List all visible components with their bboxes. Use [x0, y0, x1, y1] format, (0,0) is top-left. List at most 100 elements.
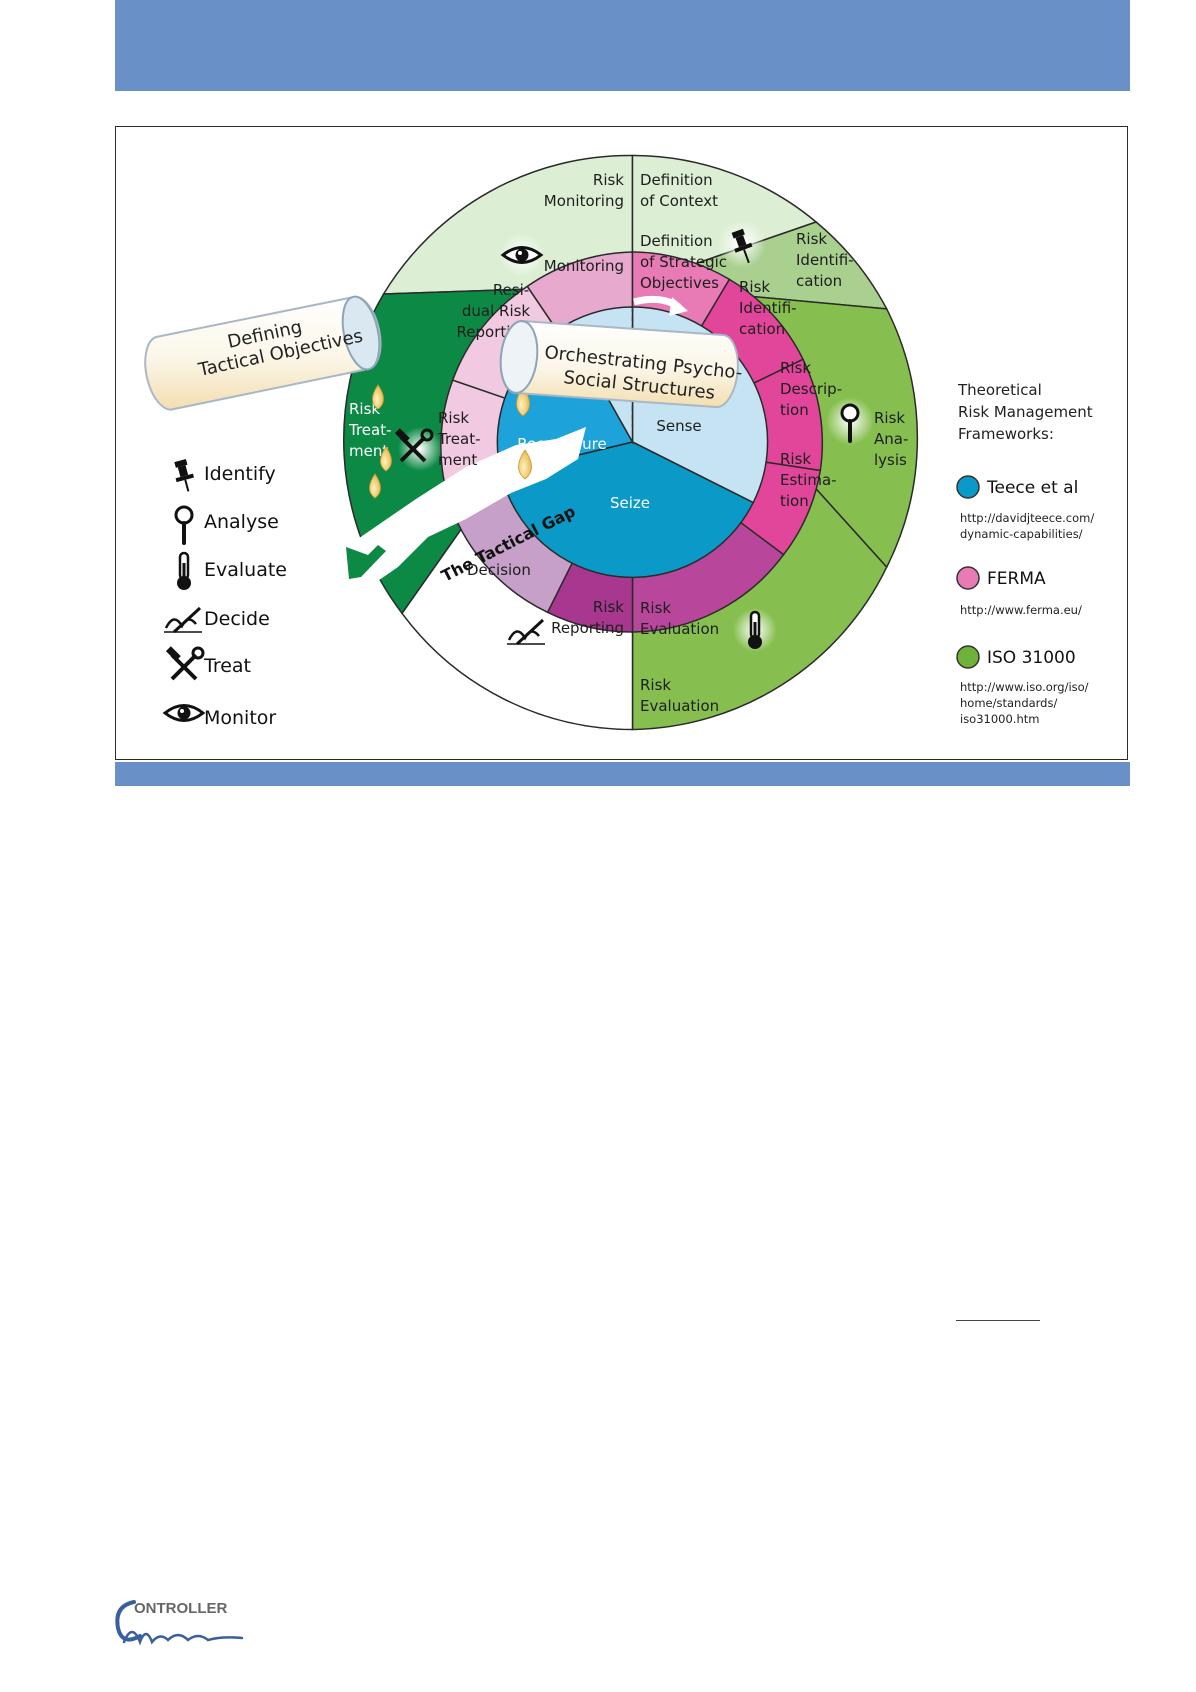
svg-text:Sense: Sense: [656, 417, 701, 435]
fw-url-iso-3: iso31000.htm: [960, 712, 1039, 726]
legend-identify: Identify: [174, 458, 276, 492]
mid-label-residual-2: dual Risk: [462, 302, 531, 320]
svg-text:Analyse: Analyse: [204, 511, 279, 533]
svg-text:ISO 31000: ISO 31000: [987, 648, 1076, 668]
outer-label-definition-of-context-2: of Context: [640, 192, 718, 210]
mid-label-risk-reporting-2: Reporting: [551, 619, 624, 637]
mid-label-risk-identification-1: Risk: [739, 278, 770, 296]
framework-legend: Theoretical Risk Management Frameworks: …: [956, 381, 1094, 726]
middle-ring-labels: Monitoring Definition of Strategic Objec…: [437, 232, 842, 638]
legend-pushpin-icon: [174, 458, 194, 492]
action-legend: Identify Analyse Evaluate Decide: [162, 458, 287, 729]
svg-text:Treat: Treat: [203, 655, 251, 677]
fw-name-teece: Teece et al: [986, 478, 1078, 498]
mid-label-def-strategic-1: Definition: [640, 232, 713, 250]
outer-label-risk-treatment-3: ment: [349, 442, 388, 460]
legend-label-analyse: Analyse: [204, 511, 279, 533]
mid-label-risk-evaluation-2: Evaluation: [640, 620, 719, 638]
mid-label-risk-evaluation-1: Risk: [640, 599, 671, 617]
svg-text:http://www.ferma.eu/: http://www.ferma.eu/: [960, 603, 1082, 617]
svg-text:Objectives: Objectives: [640, 274, 719, 292]
inner-circle-labels: Sense Seize Reconfigure: [517, 417, 701, 512]
svg-text:Risk: Risk: [593, 598, 624, 616]
tube-orchestrating: Orchestrating Psycho- Social Structures: [499, 319, 743, 409]
inner-label-seize: Seize: [610, 494, 650, 512]
svg-text:http://www.iso.org/iso/: http://www.iso.org/iso/: [960, 680, 1089, 694]
outer-seg-definition-of-context: [631, 154, 818, 287]
mid-label-risk-identification-2: Identifi-: [739, 299, 797, 317]
svg-text:Risk: Risk: [780, 359, 811, 377]
svg-text:of Context: of Context: [640, 192, 718, 210]
svg-text:tion: tion: [780, 401, 809, 419]
legend-label-monitor: Monitor: [204, 707, 276, 729]
svg-text:Definition: Definition: [640, 171, 713, 189]
mid-label-risk-estimation-3: tion: [780, 492, 809, 510]
inner-label-sense: Sense: [656, 417, 701, 435]
svg-text:iso31000.htm: iso31000.htm: [960, 712, 1039, 726]
mid-label-risk-description-1: Risk: [780, 359, 811, 377]
footnote-rule: [956, 1320, 1040, 1321]
svg-text:Risk: Risk: [349, 400, 380, 418]
svg-text:dynamic-capabilities/: dynamic-capabilities/: [960, 527, 1083, 541]
fw-title-1: Theoretical: [957, 381, 1042, 399]
legend-signature-icon: [164, 606, 202, 634]
fw-url-ferma: http://www.ferma.eu/: [960, 603, 1082, 617]
outer-label-risk-treatment-1: Risk: [349, 400, 380, 418]
fw-url-iso-2: home/standards/: [960, 696, 1057, 710]
risk-wheel-diagram: The Tactical Gap Risk Monitoring Definit…: [144, 154, 1094, 731]
drop-2: [380, 446, 392, 472]
svg-text:Seize: Seize: [610, 494, 650, 512]
svg-text:Treat-: Treat-: [437, 430, 481, 448]
pushpin-icon: [731, 228, 753, 264]
legend-treat: Treat: [165, 646, 251, 681]
fw-url-teece-1: http://davidjteece.com/: [960, 511, 1094, 525]
header-band: [115, 0, 1130, 91]
svg-text:ment: ment: [438, 451, 477, 469]
mid-label-risk-estimation-1: Risk: [780, 450, 811, 468]
svg-text:home/standards/: home/standards/: [960, 696, 1057, 710]
fw-dot-ferma: [956, 566, 980, 590]
fw-url-iso-1: http://www.iso.org/iso/: [960, 680, 1089, 694]
svg-text:Identifi-: Identifi-: [739, 299, 797, 317]
svg-text:ment: ment: [349, 442, 388, 460]
outer-label-risk-identification-3: cation: [796, 272, 842, 290]
legend-magnifier-icon: [174, 505, 194, 545]
svg-text:Decision: Decision: [467, 561, 531, 579]
svg-text:Estima-: Estima-: [780, 471, 837, 489]
outer-seg-risk-monitoring: [382, 154, 634, 295]
svg-text:Frameworks:: Frameworks:: [958, 425, 1054, 443]
outer-label-risk-monitoring-2: Monitoring: [544, 192, 624, 210]
mid-label-risk-treatment-1: Risk: [438, 409, 469, 427]
magnifier-icon: [840, 403, 860, 443]
mid-label-risk-estimation-2: Estima-: [780, 471, 837, 489]
svg-text:dual Risk: dual Risk: [462, 302, 531, 320]
legend-tools-icon: [165, 646, 205, 681]
legend-thermometer-icon: [177, 551, 191, 590]
fw-url-teece-2: dynamic-capabilities/: [960, 527, 1083, 541]
svg-text:cation: cation: [796, 272, 842, 290]
svg-text:Evaluation: Evaluation: [640, 697, 719, 715]
legend-analyse: Analyse: [174, 505, 279, 545]
sense-arrow-head: [669, 297, 688, 316]
fw-name-ferma: FERMA: [987, 569, 1046, 589]
svg-text:Theoretical: Theoretical: [957, 381, 1042, 399]
svg-text:lysis: lysis: [874, 451, 907, 469]
legend-label-identify: Identify: [204, 463, 276, 485]
controller-magazin-logo: ONTROLLER: [115, 1600, 244, 1646]
svg-text:Descrip-: Descrip-: [780, 380, 842, 398]
svg-text:Decide: Decide: [204, 608, 270, 630]
thermometer-icon: [748, 610, 762, 649]
footer-band: [115, 762, 1130, 786]
outer-label-risk-identification-1: Risk: [796, 230, 827, 248]
svg-text:tion: tion: [780, 492, 809, 510]
svg-text:http://davidjteece.com/: http://davidjteece.com/: [960, 511, 1094, 525]
svg-text:Reporting: Reporting: [551, 619, 624, 637]
svg-text:Treat-: Treat-: [348, 421, 392, 439]
mid-label-risk-treatment-2: Treat-: [437, 430, 481, 448]
mid-label-risk-description-2: Descrip-: [780, 380, 842, 398]
legend-decide: Decide: [164, 606, 270, 634]
svg-text:Reconfigure: Reconfigure: [517, 435, 606, 453]
svg-text:Risk: Risk: [593, 171, 624, 189]
svg-text:of Strategic: of Strategic: [640, 253, 727, 271]
tactical-gap-edge: [346, 545, 386, 579]
